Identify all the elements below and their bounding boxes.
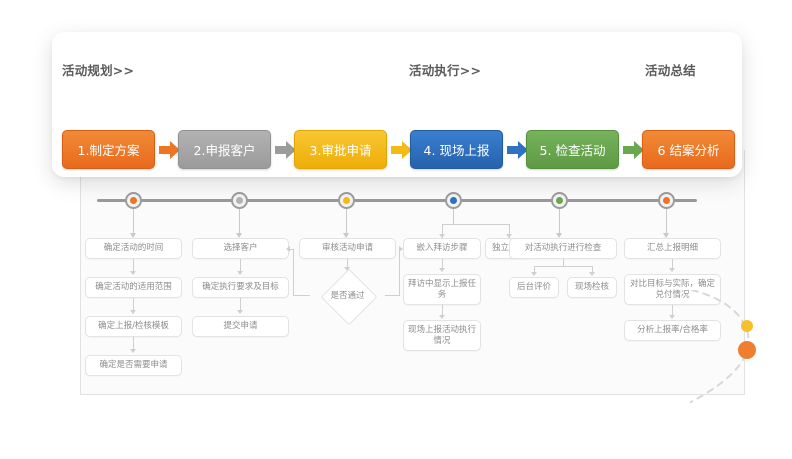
step-arrow-3	[391, 140, 412, 160]
decision-reject-connector	[290, 249, 294, 250]
step-button-6[interactable]: 6 结案分析	[642, 130, 735, 169]
decorative-arc-svg	[669, 289, 756, 413]
step-button-3[interactable]: 3.审批申请	[294, 130, 387, 169]
flow-connector	[672, 305, 673, 316]
flow-connector	[534, 266, 535, 273]
timeline-branch-arrow-4b	[506, 234, 512, 238]
flow-connector-arrow	[531, 272, 537, 276]
flow-box[interactable]: 确定是否需要申请	[85, 355, 182, 376]
process-steps-card: 活动规划>> 活动执行>> 活动总结 1.制定方案 2.申报客户 3.审批申请 …	[52, 32, 742, 177]
process-flow-canvas: 确定活动的时间 确定活动的适用范围 确定上报/检核模板 确定是否需要申请 选择客…	[81, 150, 746, 395]
timeline-node-1[interactable]	[125, 192, 142, 209]
flow-connector	[133, 298, 134, 311]
decision-pass-connector	[399, 249, 401, 250]
flow-connector	[133, 337, 134, 350]
flow-box[interactable]: 嵌入拜访步骤	[403, 238, 481, 259]
flow-connector	[347, 259, 348, 268]
deco-dot-small	[741, 320, 753, 332]
flow-box[interactable]: 确定执行要求及目标	[192, 277, 289, 298]
flow-connector	[240, 298, 241, 311]
timeline-branch-4-right	[509, 224, 510, 238]
timeline-node-2[interactable]	[231, 192, 248, 209]
timeline-node-6[interactable]	[658, 192, 675, 209]
timeline-stem-arrow-2	[236, 233, 242, 238]
decision-reject-connector	[293, 249, 294, 296]
timeline-stem-arrow-3	[343, 233, 349, 238]
flow-box[interactable]: 审核活动申请	[299, 238, 396, 259]
phase-label-summary: 活动总结	[645, 63, 696, 78]
step-arrow-4	[507, 140, 528, 160]
decision-pass-connector	[385, 295, 399, 296]
flow-box[interactable]: 提交申请	[192, 316, 289, 337]
step-button-1[interactable]: 1.制定方案	[62, 130, 155, 169]
timeline-stem-arrow-6	[663, 233, 669, 238]
timeline-branch-4-left	[442, 224, 443, 238]
step-arrow-5	[623, 140, 644, 160]
flow-connector-arrow	[669, 315, 675, 319]
timeline-stem-5	[559, 209, 560, 235]
decision-reject-arrow	[286, 246, 290, 252]
flow-decision[interactable]: 是否通过	[309, 268, 386, 325]
decision-pass-connector	[399, 249, 400, 296]
step-button-2[interactable]: 2.申报客户	[178, 130, 271, 169]
flow-box[interactable]: 对活动执行进行检查	[509, 238, 617, 259]
flow-decision-label: 是否通过	[330, 290, 365, 301]
step-button-5[interactable]: 5. 检查活动	[526, 130, 619, 169]
timeline-node-4[interactable]	[445, 192, 462, 209]
flow-box[interactable]: 分析上报率/合格率	[624, 320, 721, 341]
flow-connector	[240, 259, 241, 272]
step-arrow-1	[159, 140, 180, 160]
flow-box[interactable]: 确定活动的时间	[85, 238, 182, 259]
timeline-stem-arrow-5	[556, 233, 562, 238]
flow-connector-arrow	[669, 268, 675, 272]
flow-connector	[672, 259, 673, 269]
flow-connector-arrow	[237, 271, 243, 275]
timeline-stem-6	[666, 209, 667, 235]
timeline-node-5[interactable]	[551, 192, 568, 209]
timeline-stem-2	[239, 209, 240, 235]
flow-connector	[442, 259, 443, 269]
timeline-axis	[97, 199, 697, 202]
flow-connector	[442, 305, 443, 316]
decorative-arc-group	[669, 289, 792, 430]
timeline-stem-arrow-1	[130, 233, 136, 238]
flow-connector-arrow	[130, 349, 136, 353]
step-arrow-2	[275, 140, 296, 160]
flow-box[interactable]: 确定活动的适用范围	[85, 277, 182, 298]
timeline-branch-arrow-4a	[439, 234, 445, 238]
flow-box[interactable]: 汇总上报明细	[624, 238, 721, 259]
flow-connector-arrow	[439, 315, 445, 319]
flow-connector	[534, 266, 592, 267]
flow-connector-arrow	[130, 310, 136, 314]
flow-connector-arrow	[589, 272, 595, 276]
deco-dot-large	[738, 341, 756, 359]
process-flow-panel: 确定活动的时间 确定活动的适用范围 确定上报/检核模板 确定是否需要申请 选择客…	[80, 150, 745, 395]
decision-reject-connector	[293, 295, 310, 296]
flow-box[interactable]: 对比目标与实际，确定兑付情况	[624, 274, 721, 305]
timeline-stem-3	[346, 209, 347, 235]
flow-connector-arrow	[439, 268, 445, 272]
flow-box[interactable]: 选择客户	[192, 238, 289, 259]
flow-box[interactable]: 现场检核	[567, 277, 617, 298]
flow-connector	[592, 266, 593, 273]
phase-label-execution: 活动执行>>	[409, 63, 482, 78]
flow-box[interactable]: 后台评价	[509, 277, 559, 298]
timeline-branch-4	[442, 224, 509, 225]
flow-connector	[563, 259, 564, 266]
flow-connector-arrow	[237, 310, 243, 314]
flow-box[interactable]: 现场上报活动执行情况	[403, 320, 481, 351]
timeline-node-3[interactable]	[338, 192, 355, 209]
flow-box[interactable]: 确定上报/检核模板	[85, 316, 182, 337]
flow-box[interactable]: 拜访中显示上报任务	[403, 274, 481, 305]
timeline-stem-4	[453, 209, 454, 224]
step-button-4[interactable]: 4. 现场上报	[410, 130, 503, 169]
timeline-stem-1	[133, 209, 134, 235]
flow-connector	[133, 259, 134, 272]
phase-label-planning: 活动规划>>	[62, 63, 135, 78]
flow-connector-arrow	[130, 271, 136, 275]
